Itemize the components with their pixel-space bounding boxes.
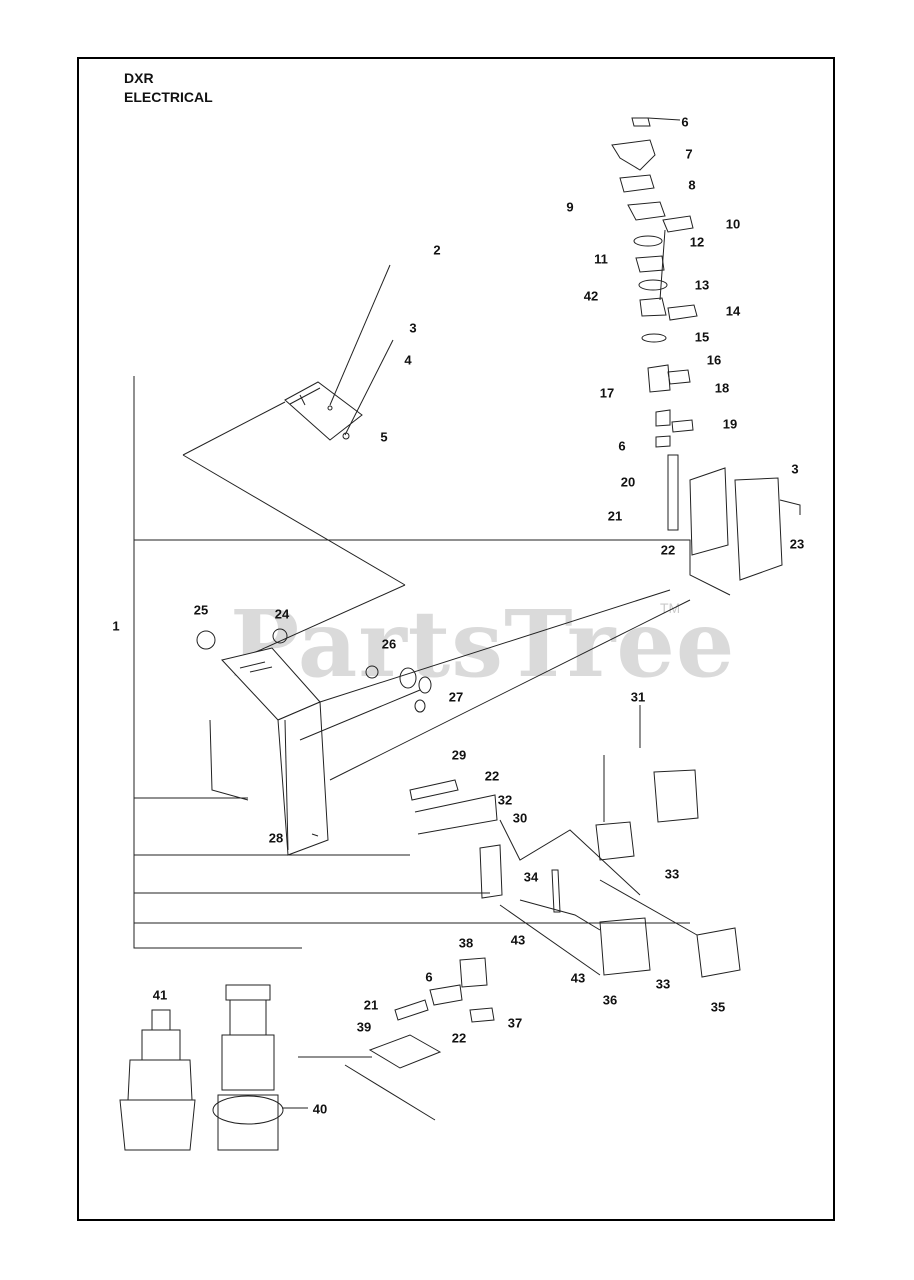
part-label-2: 2: [433, 242, 441, 258]
part-label-20: 20: [620, 474, 636, 490]
part-label-29: 29: [451, 747, 467, 763]
part-label-5: 5: [380, 429, 388, 445]
part-label-13: 13: [694, 277, 710, 293]
part-label-30: 30: [512, 810, 528, 826]
part-label-34: 34: [523, 869, 539, 885]
part-label-25: 25: [193, 602, 209, 618]
part-label-36: 36: [602, 992, 618, 1008]
model-title: DXR: [124, 70, 154, 86]
part-label-28: 28: [268, 830, 284, 846]
relay-bracket-parts: [409, 769, 741, 978]
part-label-8: 8: [688, 177, 696, 193]
assembly-bracket-line: [133, 376, 302, 949]
part-label-11: 11: [594, 251, 608, 267]
part-label-22-mid: 22: [484, 768, 500, 784]
diagram-frame: [77, 57, 835, 1221]
part-label-6-lower: 6: [425, 969, 433, 985]
part-label-39: 39: [356, 1019, 372, 1035]
part-label-27: 27: [448, 689, 464, 705]
part-label-12: 12: [689, 234, 705, 250]
part-label-6: 6: [681, 114, 689, 130]
part-label-6-repeat: 6: [618, 438, 626, 454]
plug-part-40: [212, 984, 284, 1151]
part-label-42: 42: [583, 288, 599, 304]
plug-part-41: [119, 1009, 196, 1151]
part-label-35: 35: [710, 999, 726, 1015]
part-label-16: 16: [706, 352, 722, 368]
part-label-43-lower: 43: [570, 970, 586, 986]
part-label-22-lower: 22: [451, 1030, 467, 1046]
part-label-17: 17: [599, 385, 615, 401]
control-box-part: [196, 628, 432, 856]
part-label-33: 33: [664, 866, 680, 882]
section-title: ELECTRICAL: [124, 89, 213, 105]
part-label-21: 21: [607, 508, 623, 524]
part-label-26: 26: [381, 636, 397, 652]
part-label-7: 7: [685, 146, 693, 162]
part-label-32: 32: [497, 792, 513, 808]
part-label-14: 14: [725, 303, 741, 319]
part-label-22: 22: [660, 542, 676, 558]
part-label-1: 1: [112, 618, 120, 634]
terminal-board-part: [368, 957, 495, 1069]
part-label-9: 9: [566, 199, 574, 215]
part-label-37: 37: [507, 1015, 523, 1031]
part-label-18: 18: [714, 380, 730, 396]
part-label-38: 38: [458, 935, 474, 951]
part-label-24: 24: [274, 606, 290, 622]
part-label-31: 31: [630, 689, 646, 705]
part-label-23: 23: [789, 536, 805, 552]
top-plate-part: [284, 381, 363, 441]
part-label-41: 41: [152, 987, 168, 1003]
part-label-10: 10: [725, 216, 741, 232]
part-label-33-lower: 33: [655, 976, 671, 992]
part-label-40: 40: [312, 1101, 328, 1117]
part-label-43: 43: [510, 932, 526, 948]
switch-stack-part: [611, 117, 801, 581]
part-label-3-repeat: 3: [791, 461, 799, 477]
watermark-text: PartsTree: [230, 590, 736, 698]
part-label-4: 4: [404, 352, 412, 368]
part-label-21-lower: 21: [363, 997, 379, 1013]
part-label-3: 3: [409, 320, 417, 336]
part-label-15: 15: [694, 329, 710, 345]
part-label-19: 19: [722, 416, 738, 432]
